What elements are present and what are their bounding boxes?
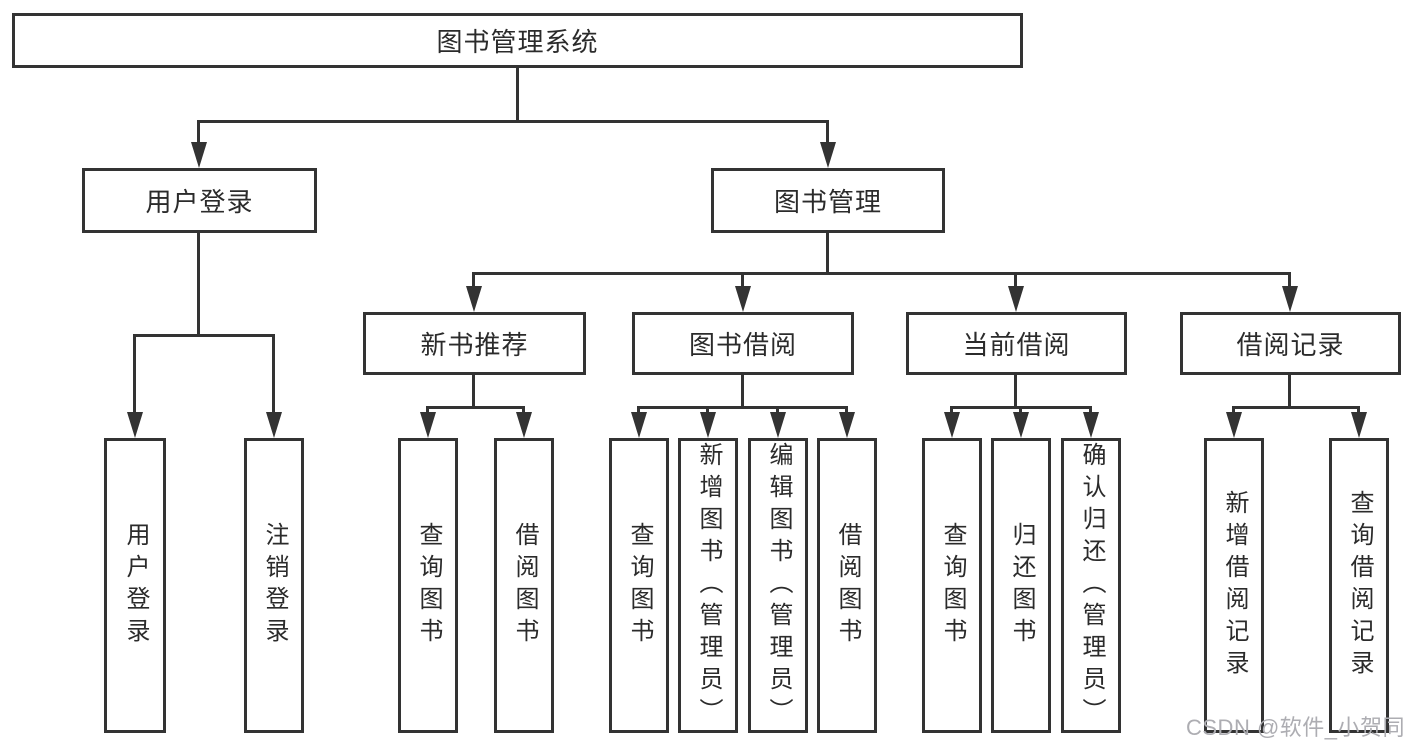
arrow-down-icon <box>700 412 716 438</box>
edge-leaf-stub <box>706 406 709 416</box>
edge-new-books-rail <box>426 406 525 409</box>
arrow-down-icon <box>1013 412 1029 438</box>
edge-to-user-login <box>197 120 200 146</box>
edge-root-stem <box>516 68 519 120</box>
leaf-user-login: 用户登录 <box>104 438 166 733</box>
edge-leaf-stub <box>1019 406 1022 416</box>
edge-to-records <box>1288 272 1291 290</box>
arrow-down-icon <box>631 412 647 438</box>
edge-book-mgmt-rail <box>472 272 1291 275</box>
edge-leaf-stub <box>522 406 525 416</box>
arrow-down-icon <box>1282 286 1298 312</box>
edge-book-mgmt-stem <box>826 232 829 275</box>
leaf-query-books-borrow: 查询图书 <box>609 438 669 733</box>
leaf-query-books-label: 查询图书 <box>415 521 442 650</box>
arrow-down-icon <box>420 412 436 438</box>
node-new-books: 新书推荐 <box>363 312 586 375</box>
leaf-borrow-books-borrow: 借阅图书 <box>817 438 877 733</box>
leaf-add-books-admin-label: 新增图书（管理员） <box>695 441 722 730</box>
leaf-confirm-return-admin: 确认归还（管理员） <box>1061 438 1121 733</box>
leaf-query-borrow-record: 查询借阅记录 <box>1329 438 1389 733</box>
leaf-add-books-admin: 新增图书（管理员） <box>678 438 738 733</box>
node-book-borrow-label: 图书借阅 <box>688 330 797 360</box>
arrow-down-icon <box>735 286 751 312</box>
leaf-logout-label: 注销登录 <box>261 521 288 650</box>
edge-borrow-records-rail <box>1232 406 1360 409</box>
edge-to-new-books <box>472 272 475 290</box>
leaf-query-books-newbooks: 查询图书 <box>398 438 458 733</box>
leaf-borrow-books-label: 借阅图书 <box>834 521 861 650</box>
leaf-user-login-label: 用户登录 <box>122 521 149 650</box>
leaf-query-books-current: 查询图书 <box>922 438 982 733</box>
arrow-down-icon <box>1226 412 1242 438</box>
edge-leaf-stub <box>1357 406 1360 416</box>
arrow-down-icon <box>944 412 960 438</box>
node-borrow-records-label: 借阅记录 <box>1236 330 1345 360</box>
arrow-down-icon <box>266 412 282 438</box>
node-book-mgmt-label: 图书管理 <box>773 187 882 217</box>
node-root-label: 图书管理系统 <box>436 27 599 57</box>
leaf-return-books-label: 归还图书 <box>1008 521 1035 650</box>
edge-leaf-stub <box>637 406 640 416</box>
node-new-books-label: 新书推荐 <box>420 330 529 360</box>
edge-leaf-stub <box>845 406 848 416</box>
arrow-down-icon <box>1008 286 1024 312</box>
edge-to-current <box>1014 272 1017 290</box>
edge-leaf-stub <box>1089 406 1092 416</box>
arrow-down-icon <box>839 412 855 438</box>
arrow-down-icon <box>820 142 836 168</box>
edge-to-leaf-logout <box>272 334 275 416</box>
node-book-borrow: 图书借阅 <box>632 312 854 375</box>
node-current-borrow: 当前借阅 <box>906 312 1127 375</box>
edge-root-rail <box>197 120 829 123</box>
leaf-return-books: 归还图书 <box>991 438 1051 733</box>
edge-leaf-stub <box>426 406 429 416</box>
leaf-query-borrow-record-label: 查询借阅记录 <box>1346 489 1373 682</box>
edge-book-borrow-stem <box>741 375 744 409</box>
arrow-down-icon <box>516 412 532 438</box>
arrow-down-icon <box>127 412 143 438</box>
node-user-login-label: 用户登录 <box>145 187 254 217</box>
leaf-add-borrow-record: 新增借阅记录 <box>1204 438 1264 733</box>
node-current-borrow-label: 当前借阅 <box>962 330 1071 360</box>
edge-book-borrow-rail <box>637 406 848 409</box>
leaf-logout: 注销登录 <box>244 438 304 733</box>
csdn-watermark: CSDN @软件_小贺同学 <box>1186 715 1405 740</box>
arrow-down-icon <box>466 286 482 312</box>
leaf-edit-books-admin-label: 编辑图书（管理员） <box>765 441 792 730</box>
leaf-confirm-return-admin-label: 确认归还（管理员） <box>1078 441 1105 730</box>
edge-new-books-stem <box>472 375 475 409</box>
edge-user-login-stem <box>197 233 200 337</box>
leaf-borrow-books-newbooks: 借阅图书 <box>494 438 554 733</box>
arrow-down-icon <box>1083 412 1099 438</box>
leaf-borrow-books-label: 借阅图书 <box>511 521 538 650</box>
node-user-login: 用户登录 <box>82 168 317 233</box>
arrow-down-icon <box>191 142 207 168</box>
arrow-down-icon <box>1351 412 1367 438</box>
edge-leaf-stub <box>1232 406 1235 416</box>
leaf-query-books-label: 查询图书 <box>626 521 653 650</box>
node-book-mgmt: 图书管理 <box>711 168 945 233</box>
edge-to-borrow <box>741 272 744 290</box>
edge-leaf-stub <box>776 406 779 416</box>
leaf-edit-books-admin: 编辑图书（管理员） <box>748 438 808 733</box>
edge-borrow-records-stem <box>1288 375 1291 409</box>
node-root: 图书管理系统 <box>12 13 1023 68</box>
leaf-query-books-label: 查询图书 <box>939 521 966 650</box>
edge-leaf-stub <box>950 406 953 416</box>
edge-current-borrow-stem <box>1014 375 1017 409</box>
edge-user-login-rail <box>133 334 275 337</box>
edge-to-leaf-login <box>133 334 136 416</box>
edge-to-book-mgmt <box>826 120 829 146</box>
node-borrow-records: 借阅记录 <box>1180 312 1401 375</box>
leaf-add-borrow-record-label: 新增借阅记录 <box>1221 489 1248 682</box>
arrow-down-icon <box>770 412 786 438</box>
